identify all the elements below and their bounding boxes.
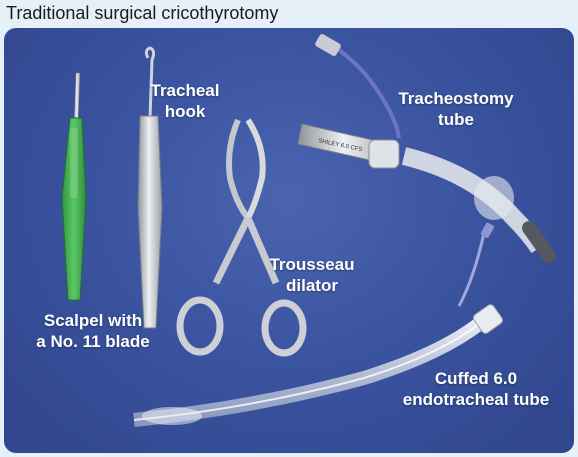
trousseau-dilator: [176, 118, 307, 357]
endotracheal-tube: [133, 222, 504, 427]
label-dilator-line1: Trousseau: [269, 255, 355, 274]
label-dilator-line2: dilator: [286, 276, 338, 295]
label-scalpel: Scalpel with a No. 11 blade: [18, 310, 168, 352]
label-trach-line1: Tracheostomy: [398, 89, 514, 108]
label-trousseau-dilator: Trousseau dilator: [262, 254, 362, 296]
label-tracheostomy-tube: Tracheostomy tube: [396, 88, 516, 130]
label-scalpel-line2: a No. 11 blade: [36, 332, 150, 351]
scalpel: [61, 72, 87, 301]
label-trach-line2: tube: [438, 110, 474, 129]
figure-title: Traditional surgical cricothyrotomy: [6, 3, 279, 23]
instrument-photo: SHILEY 6.0 CFS Scalpel with a No. 11 bla…: [4, 28, 574, 453]
tracheostomy-tube: SHILEY 6.0 CFS: [297, 34, 556, 263]
label-hook-line2: hook: [164, 102, 206, 121]
label-tracheal-hook: Tracheal hook: [140, 80, 230, 122]
instrument-illustration: SHILEY 6.0 CFS: [61, 34, 556, 427]
tracheal-hook: [137, 46, 163, 329]
label-scalpel-line1: Scalpel with: [43, 311, 143, 330]
label-et-line2: endotracheal tube: [402, 390, 550, 409]
label-et-line1: Cuffed 6.0: [434, 369, 518, 388]
label-endotracheal-tube: Cuffed 6.0 endotracheal tube: [396, 368, 556, 410]
label-hook-line1: Tracheal: [150, 81, 220, 100]
